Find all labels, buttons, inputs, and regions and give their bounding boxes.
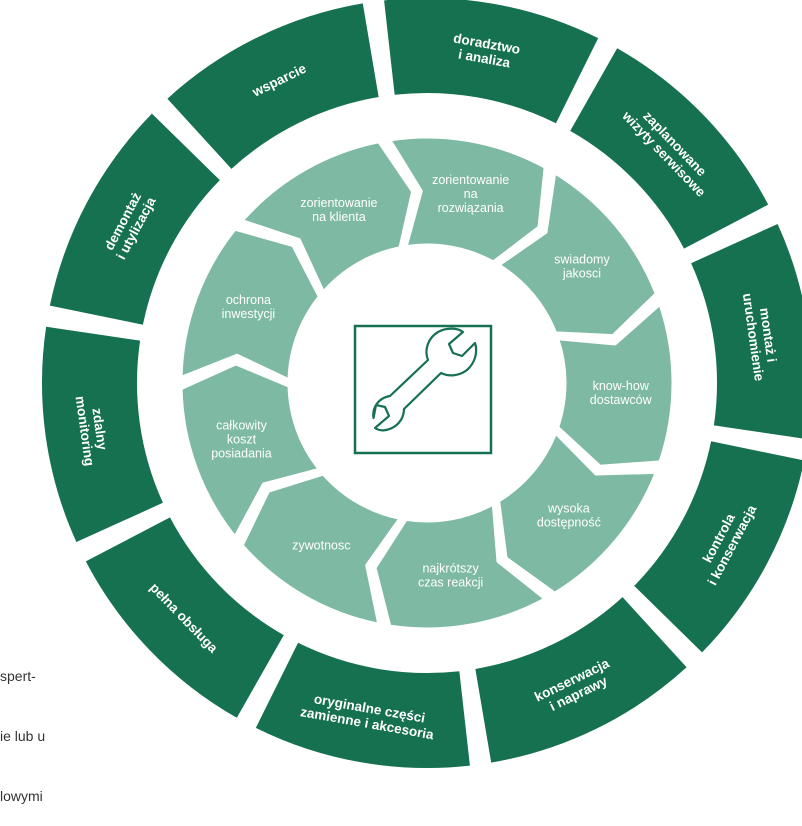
outer-segment	[255, 642, 470, 768]
outer-segment	[570, 48, 769, 249]
outer-segment	[167, 3, 379, 169]
outer-label-oryginalne-czesci-zamienne-i-akcesoria: oryginalne częścizamienne i akcesoria	[299, 689, 438, 742]
center-circle	[289, 245, 565, 521]
outer-segment	[85, 517, 284, 718]
left-text-line: spert-	[0, 668, 36, 684]
outer-segment	[42, 326, 163, 543]
wrench-icon	[353, 324, 493, 455]
outer-segment	[384, 0, 599, 124]
outer-segment	[691, 223, 802, 439]
inner-label-zywotnosc: zywotnosc	[292, 539, 350, 553]
outer-segment	[475, 597, 687, 763]
left-text-line: ie lub u	[0, 728, 46, 744]
outer-segment	[634, 441, 802, 653]
left-text-line: lowymi	[0, 788, 43, 804]
outer-segment	[49, 113, 220, 325]
